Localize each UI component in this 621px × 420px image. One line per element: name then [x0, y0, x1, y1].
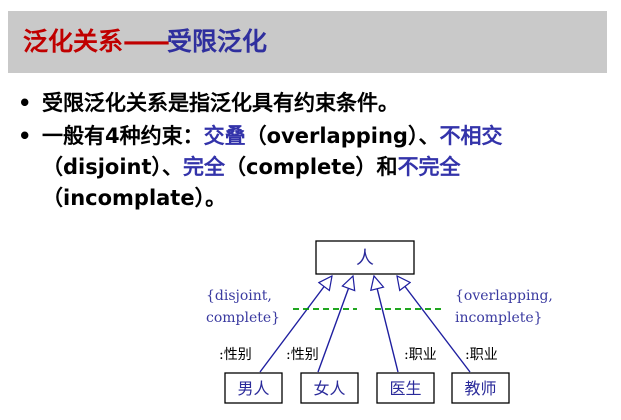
role-label-gender-1: :性别: [219, 347, 252, 363]
role-label-profession-1: :职业: [404, 347, 437, 363]
constraint-right-line1: {overlapping,: [455, 288, 553, 304]
parent-class-label: 人: [356, 248, 374, 269]
bullet-item-definition: • 受限泛化关系是指泛化具有约束条件。: [18, 88, 613, 119]
arrow-doctor-to-person: [374, 276, 399, 373]
child-class-box-man: [224, 372, 283, 404]
role-label-profession-2: :职业: [465, 347, 498, 363]
term-overlapping: 交叠: [203, 124, 246, 148]
child-class-box-teacher: [451, 372, 510, 404]
child-class-box-doctor: [376, 372, 435, 404]
term-complete-en: （complete）和: [225, 155, 398, 179]
constraint-right-line2: incomplete}: [455, 310, 543, 326]
role-label-gender-2: :性别: [286, 347, 319, 363]
arrow-man-to-person: [259, 276, 332, 373]
term-incomplete: 不完全: [397, 155, 461, 179]
child-class-label-man: 男人: [237, 379, 269, 398]
arrow-woman-to-person: [317, 276, 353, 373]
slide-title: 泛化关系——受限泛化: [23, 25, 267, 59]
term-disjoint: 不相交: [439, 124, 503, 148]
constraint-left-line2: complete}: [206, 310, 280, 326]
bullet-dot: •: [18, 124, 32, 148]
arrow-teacher-to-person: [397, 276, 471, 373]
bullet-dot: •: [18, 91, 32, 115]
child-class-label-teacher: 教师: [464, 379, 496, 398]
term-overlapping-en: （overlapping）、: [245, 124, 440, 148]
parent-class-box: [315, 240, 415, 275]
child-class-label-doctor: 医生: [389, 379, 421, 398]
title-bar: 泛化关系——受限泛化: [8, 11, 607, 73]
title-subtitle: 受限泛化: [167, 27, 268, 56]
title-dash: ——: [123, 27, 170, 56]
term-incomplete-en: （incomplate）。: [42, 186, 227, 210]
child-class-label-woman: 女人: [313, 379, 345, 398]
constraint-left-line1: {disjoint,: [206, 288, 272, 304]
bullet-text: 受限泛化关系是指泛化具有约束条件。: [42, 91, 399, 115]
term-complete: 完全: [183, 155, 226, 179]
child-class-box-woman: [300, 372, 359, 404]
title-main: 泛化关系: [23, 27, 124, 56]
bullet-list: • 受限泛化关系是指泛化具有约束条件。 • 一般有4种约束：交叠（overlap…: [18, 88, 613, 214]
bullet-text-intro: 一般有4种约束：: [42, 124, 204, 148]
term-disjoint-en: （disjoint）、: [42, 155, 184, 179]
bullet-item-constraints: • 一般有4种约束：交叠（overlapping）、不相交 （disjoint）、…: [18, 121, 613, 214]
